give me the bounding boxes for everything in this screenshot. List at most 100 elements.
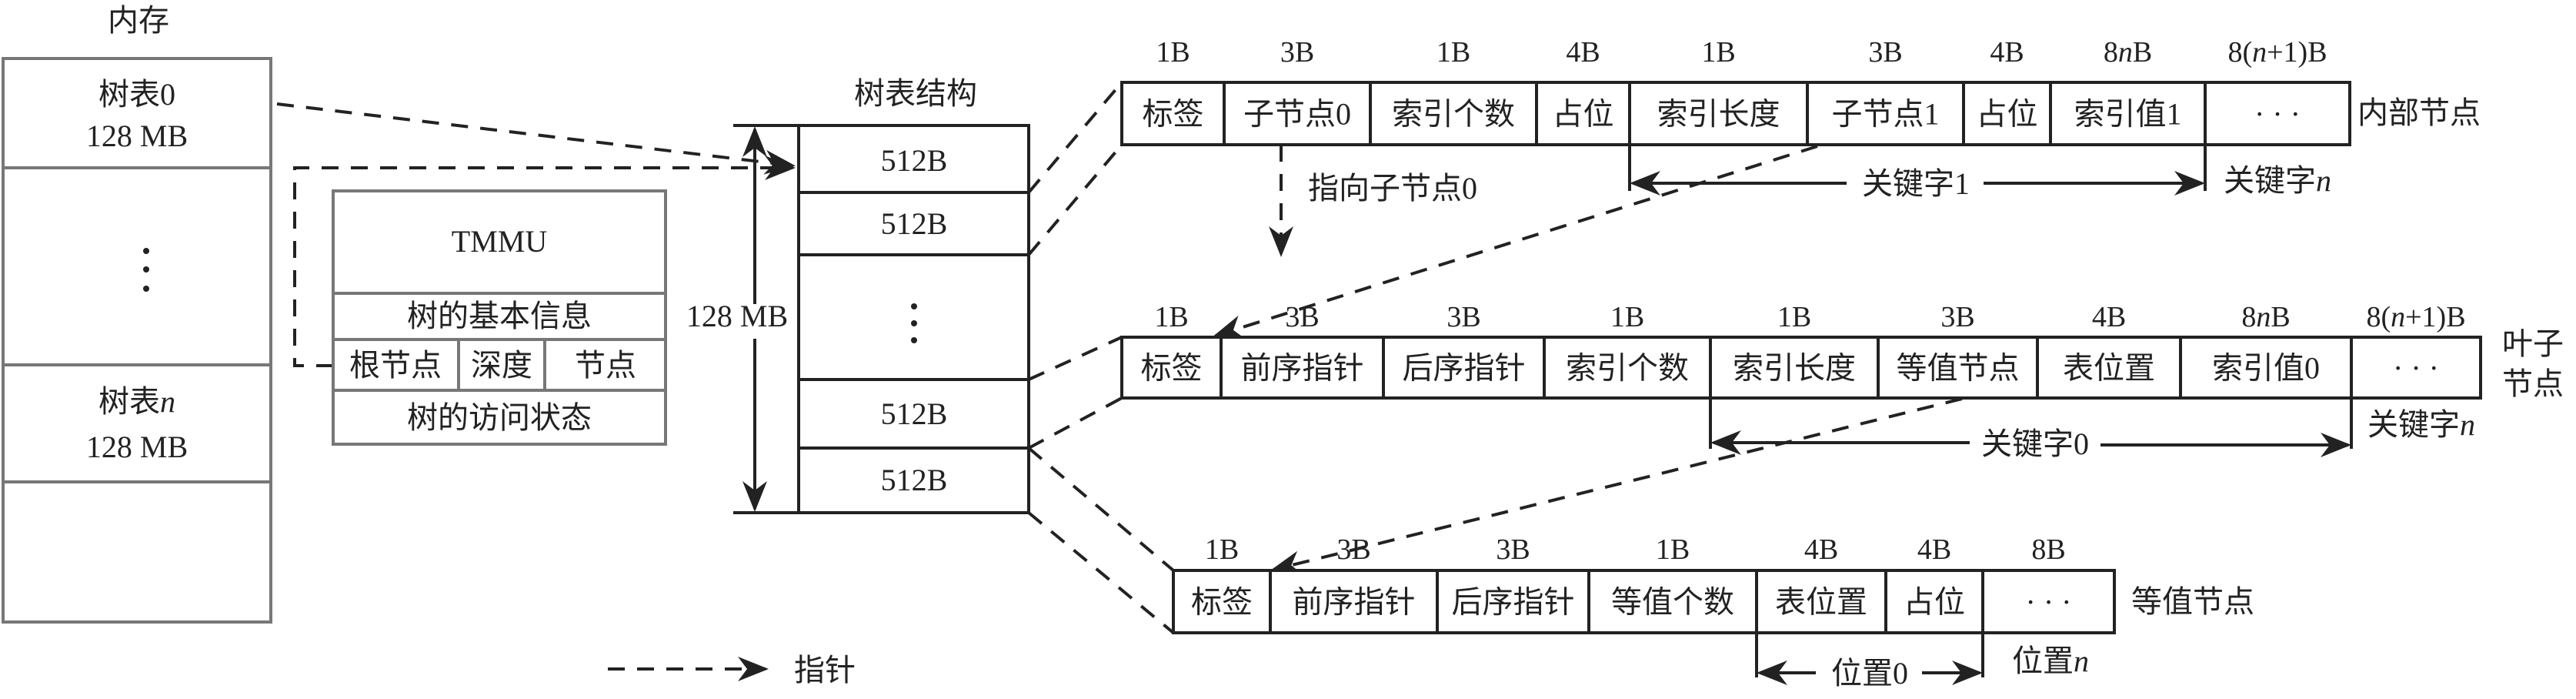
leaf-field[interactable]: 索引值0: [2212, 351, 2320, 386]
tree-table-title: 树表结构: [854, 76, 977, 111]
tree-table-block[interactable]: 512B: [881, 463, 948, 497]
internal-field-size: 1B: [1436, 36, 1470, 69]
tmmu-access-state: 树的访问状态: [407, 400, 592, 435]
memory-row-tree-table-0[interactable]: 树表0 128 MB: [86, 77, 188, 153]
tree-table-structure: 树表结构 128 MB 512B 512B 512B 512B: [686, 76, 1030, 514]
leaf-node-label-line1: 叶子: [2502, 326, 2564, 361]
equal-node-label: 等值节点: [2131, 584, 2254, 619]
leaf-field-size: 8nB: [2241, 301, 2290, 333]
memory-title: 内存: [108, 3, 169, 38]
leaf-field[interactable]: 标签: [1141, 351, 1203, 386]
tmmu-root-node[interactable]: 根节点: [349, 348, 442, 383]
tree-table-block[interactable]: 512B: [881, 143, 948, 178]
internal-field[interactable]: 子节点0: [1243, 97, 1351, 132]
pointer-memory-to-tree-table: [276, 102, 796, 175]
tree-table-block[interactable]: 512B: [881, 206, 948, 241]
internal-field[interactable]: 标签: [1143, 97, 1204, 132]
tmmu-box: [332, 189, 667, 446]
internal-node-label: 内部节点: [2357, 95, 2481, 130]
internal-field[interactable]: 索引值1: [2074, 97, 2182, 132]
posn-label: 位置n: [2012, 644, 2089, 678]
leaf-field-size: 3B: [1446, 301, 1480, 333]
leaf-field-size: 4B: [2092, 301, 2126, 333]
leaf-node-layout: 1B 3B 3B 1B 1B 3B 4B 8nB 8(n+1)B 标签 前序指针 后序指针 索引个数 索…: [1120, 301, 2564, 575]
memory-column: 内存 树表0 128 MB 树表n 128 MB: [2, 3, 272, 624]
equal-field-size: 1B: [1205, 533, 1239, 566]
tree-table-size-label: 128 MB: [686, 299, 788, 333]
internal-field-size: 4B: [1566, 36, 1600, 69]
tmmu-block: TMMU 树的基本信息 根节点 深度 节点 树的访问状态: [293, 156, 796, 446]
equal-node-box: [1172, 569, 2116, 634]
legend: 指针: [608, 653, 856, 687]
tree-table-n-size: 128 MB: [86, 430, 188, 464]
internal-field[interactable]: 占位: [1977, 97, 2038, 132]
equal-field[interactable]: 表位置: [1775, 585, 1867, 620]
equal-field-size: 3B: [1336, 533, 1370, 566]
leaf-field-size: 3B: [1285, 301, 1319, 333]
pos0-label: 位置0: [1831, 656, 1908, 691]
leaf-field[interactable]: 索引个数: [1566, 351, 1689, 386]
keyn-label-leaf: 关键字n: [2367, 407, 2475, 442]
tmmu-basic-info: 树的基本信息: [407, 299, 592, 333]
memory-ellipsis: [143, 248, 149, 292]
leaf-field[interactable]: 前序指针: [1241, 351, 1364, 386]
internal-field-size: 3B: [1280, 36, 1314, 69]
internal-field-size: 8nB: [2104, 36, 2152, 69]
keyn-label-internal: 关键字n: [2224, 163, 2331, 198]
tree-table-0-size: 128 MB: [86, 119, 188, 153]
leaf-field-size: 1B: [1777, 301, 1811, 333]
internal-node-layout: 1B 3B 1B 4B 1B 3B 4B 8nB 8(n+1)B 标签 子节点0 索引个数 占位 索引长…: [1120, 36, 2481, 339]
internal-field-size: 8(n+1)B: [2227, 36, 2327, 69]
leaf-field[interactable]: 等值节点: [1897, 351, 2020, 386]
equal-field-size: 1B: [1656, 533, 1690, 566]
leaf-field[interactable]: 后序指针: [1403, 351, 1526, 386]
tree-table-block[interactable]: 512B: [881, 396, 948, 431]
leaf-node-label-line2: 节点: [2502, 366, 2564, 401]
leaf-field-size: 1B: [1610, 301, 1644, 333]
internal-node-box: [1120, 81, 2351, 146]
tmmu-node: 节点: [575, 348, 636, 383]
internal-field[interactable]: 子节点1: [1832, 97, 1940, 132]
leaf-field-size: 3B: [1940, 301, 1974, 333]
equal-field[interactable]: 后序指针: [1452, 585, 1575, 620]
leaf-node-box: [1120, 336, 2482, 400]
projection-lines: [1027, 81, 1175, 634]
internal-field-size: 3B: [1868, 36, 1902, 69]
equal-field[interactable]: 等值个数: [1611, 585, 1734, 620]
equal-field-size: 8B: [2031, 533, 2065, 566]
leaf-field-size: 8(n+1)B: [2366, 301, 2465, 333]
pointer-equal-field-to-equal-node: [1270, 397, 1963, 575]
internal-field-size: 1B: [1156, 36, 1190, 69]
leaf-field[interactable]: · · ·: [2393, 351, 2439, 386]
tmmu-depth: 深度: [471, 348, 532, 383]
tree-table-0-name: 树表0: [98, 77, 175, 112]
equal-field-size: 4B: [1917, 533, 1951, 566]
equal-field[interactable]: 占位: [1904, 585, 1965, 620]
memory-box: [2, 57, 272, 624]
equal-field[interactable]: 前序指针: [1293, 585, 1416, 620]
leaf-field-size: 1B: [1154, 301, 1188, 333]
equal-field[interactable]: · · ·: [2026, 585, 2072, 620]
internal-field[interactable]: 索引个数: [1392, 97, 1515, 132]
equal-field-size: 3B: [1496, 533, 1530, 566]
key1-label: 关键字1: [1862, 166, 1970, 201]
internal-field-size: 4B: [1990, 36, 2024, 69]
equal-field-size: 4B: [1804, 533, 1838, 566]
internal-field-size: 1B: [1701, 36, 1735, 69]
internal-field[interactable]: 索引长度: [1657, 97, 1780, 132]
pointer-note: 指向子节点0: [1308, 171, 1477, 206]
internal-field[interactable]: 占位: [1553, 97, 1614, 132]
tree-table-n-name: 树表n: [98, 384, 175, 419]
legend-pointer-label: 指针: [794, 653, 856, 687]
internal-field[interactable]: · · ·: [2254, 97, 2301, 132]
equal-field[interactable]: 标签: [1191, 585, 1253, 620]
tree-table-box: [797, 124, 1030, 514]
key0-label: 关键字0: [1981, 426, 2089, 461]
memory-row-tree-table-n[interactable]: 树表n 128 MB: [86, 384, 188, 464]
tmmu-title: TMMU: [452, 224, 548, 259]
leaf-field[interactable]: 索引长度: [1733, 351, 1856, 386]
leaf-field[interactable]: 表位置: [2063, 351, 2155, 386]
tree-table-ellipsis: [911, 303, 917, 343]
